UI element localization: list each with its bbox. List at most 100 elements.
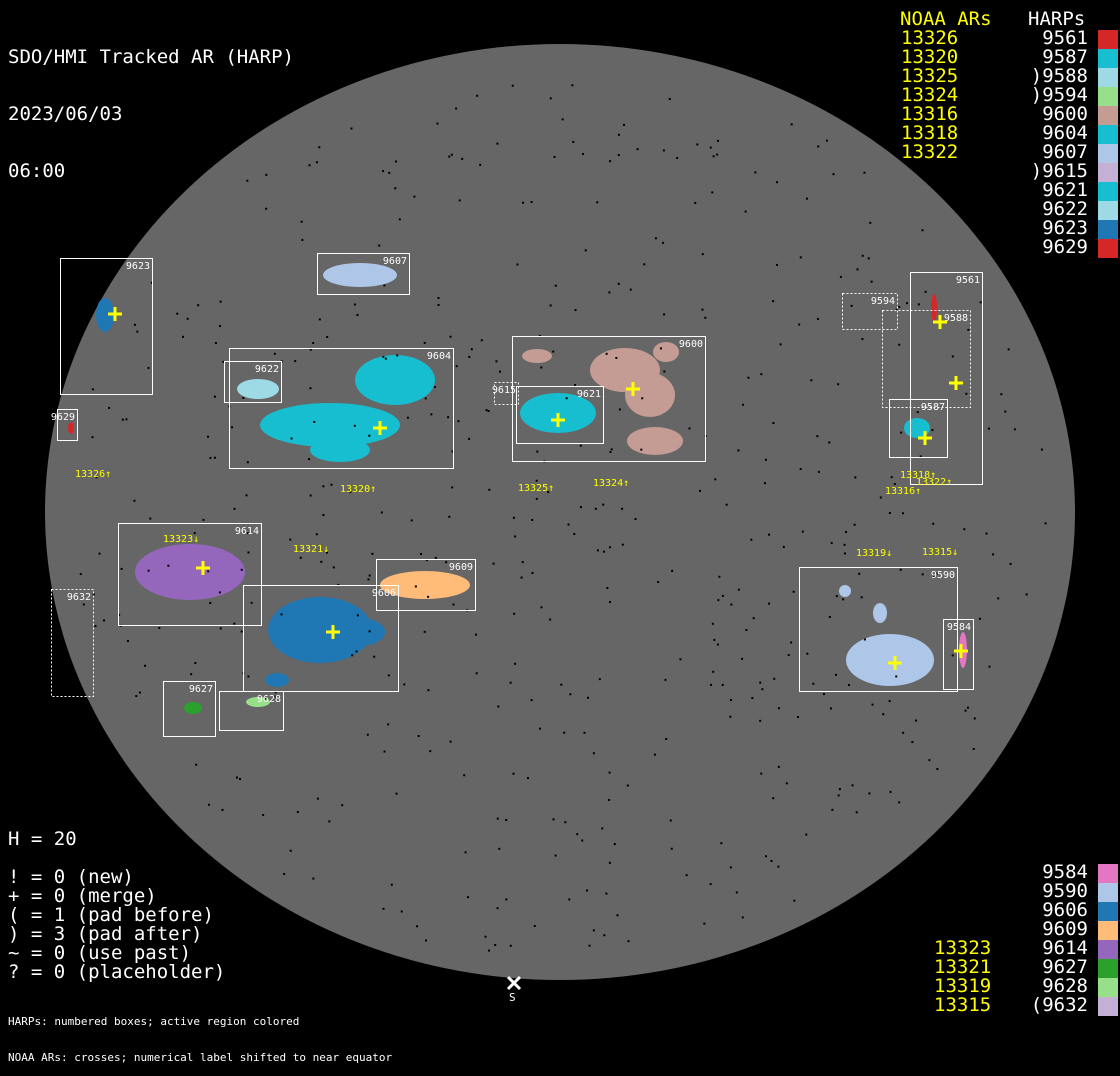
sunspot-dot xyxy=(924,290,927,293)
sunspot-dot xyxy=(213,456,216,459)
sunspot-dot xyxy=(206,435,209,438)
sunspot-dot xyxy=(120,567,123,570)
sunspot-dot xyxy=(584,249,587,252)
south-marker-icon xyxy=(506,975,522,991)
harp-box[interactable] xyxy=(57,409,78,441)
sunspot-dot xyxy=(328,820,331,823)
harp-box[interactable] xyxy=(943,619,974,690)
legend-harp-label: 9627 xyxy=(1042,956,1088,978)
sunspot-dot xyxy=(403,683,406,686)
sunspot-dot xyxy=(475,672,478,675)
harp-box[interactable] xyxy=(494,382,519,405)
active-region-blob xyxy=(310,438,370,462)
sunspot-dot xyxy=(825,139,828,142)
harp-box[interactable] xyxy=(512,336,706,462)
legend-noaa-label: 13326 xyxy=(901,27,959,49)
sunspot-dot xyxy=(427,689,430,692)
sunspot-dot xyxy=(596,201,599,204)
sunspot-dot xyxy=(512,516,515,519)
harp-box[interactable] xyxy=(118,523,262,626)
sunspot-dot xyxy=(843,543,846,546)
sunspot-dot xyxy=(567,523,570,526)
noaa-cross-icon xyxy=(888,656,902,670)
harp-box[interactable] xyxy=(224,361,282,403)
sunspot-dot xyxy=(676,157,679,160)
legend-color-swatch xyxy=(1098,978,1118,997)
harp-box[interactable] xyxy=(219,691,284,731)
harp-box[interactable] xyxy=(51,589,94,697)
noaa-cross-icon xyxy=(949,376,963,390)
sunspot-dot xyxy=(587,696,590,699)
sunspot-dot xyxy=(437,304,440,307)
sunspot-dot xyxy=(900,431,903,434)
sunspot-dot xyxy=(816,317,819,320)
legend-harp-label: 9584 xyxy=(1042,861,1088,883)
sunspot-dot xyxy=(280,613,283,616)
sunspot-dot xyxy=(670,847,673,850)
sunspot-dot xyxy=(463,774,466,777)
sunspot-dot xyxy=(322,513,325,516)
sunspot-dot xyxy=(496,817,499,820)
sunspot-dot xyxy=(829,707,832,710)
sunspot-dot xyxy=(893,483,896,486)
legend-harp-label: 9623 xyxy=(1042,217,1088,239)
sunspot-dot xyxy=(867,257,870,260)
sunspot-dot xyxy=(95,476,98,479)
sunspot-dot xyxy=(729,866,732,869)
sunspot-dot xyxy=(468,437,471,440)
harp-box[interactable] xyxy=(317,253,410,295)
sunspot-dot xyxy=(480,339,483,342)
legend-harp-label: )9594 xyxy=(1030,84,1088,106)
sunspot-dot xyxy=(703,922,706,925)
sunspot-dot xyxy=(806,652,809,655)
harp-box[interactable] xyxy=(799,567,958,692)
sunspot-dot xyxy=(710,683,713,686)
harp-box[interactable] xyxy=(229,348,454,469)
sunspot-dot xyxy=(965,392,968,395)
sunspot-dot xyxy=(337,583,340,586)
sunspot-dot xyxy=(509,681,512,684)
harp-box[interactable] xyxy=(60,258,153,395)
sunspot-dot xyxy=(167,564,170,567)
sunspot-dot xyxy=(837,794,840,797)
sunspot-dot xyxy=(451,450,454,453)
legend-harp-label: 9622 xyxy=(1042,198,1088,220)
sunspot-dot xyxy=(309,494,312,497)
noaa-cross-icon xyxy=(551,413,565,427)
sunspot-dot xyxy=(274,695,277,698)
sunspot-dot xyxy=(190,673,193,676)
sunspot-dot xyxy=(759,681,762,684)
harp-box[interactable] xyxy=(910,272,983,485)
sunspot-dot xyxy=(571,84,574,87)
sunspot-dot xyxy=(560,683,563,686)
sunspot-dot xyxy=(213,395,216,398)
sunspot-dot xyxy=(1025,593,1028,596)
harp-box[interactable] xyxy=(842,293,898,330)
harp-box[interactable] xyxy=(516,386,604,444)
sunspot-dot xyxy=(725,503,728,506)
sunspot-dot xyxy=(679,658,682,661)
sunspot-dot xyxy=(564,821,567,824)
sunspot-dot xyxy=(659,347,662,350)
sunspot-dot xyxy=(1013,428,1016,431)
sunspot-dot xyxy=(487,410,490,413)
sunspot-dot xyxy=(355,650,358,653)
sunspot-dot xyxy=(231,426,234,429)
sunspot-dot xyxy=(312,342,315,345)
harp-box[interactable] xyxy=(889,399,948,458)
active-region-blob xyxy=(625,373,675,417)
harp-box[interactable] xyxy=(882,310,971,408)
harp-box[interactable] xyxy=(163,681,216,737)
sunspot-dot xyxy=(882,713,885,716)
sunspot-dot xyxy=(832,173,835,176)
legend-harp-label: 9604 xyxy=(1042,122,1088,144)
sunspot-dot xyxy=(434,556,437,559)
harp-box[interactable] xyxy=(243,585,399,692)
sunspot-dot xyxy=(309,348,312,351)
sunspot-dot xyxy=(572,140,575,143)
sunspot-dot xyxy=(218,325,221,328)
sunspot-dot xyxy=(671,569,674,572)
sunspot-dot xyxy=(476,94,479,97)
sunspot-dot xyxy=(936,572,939,575)
sunspot-dot xyxy=(777,765,780,768)
